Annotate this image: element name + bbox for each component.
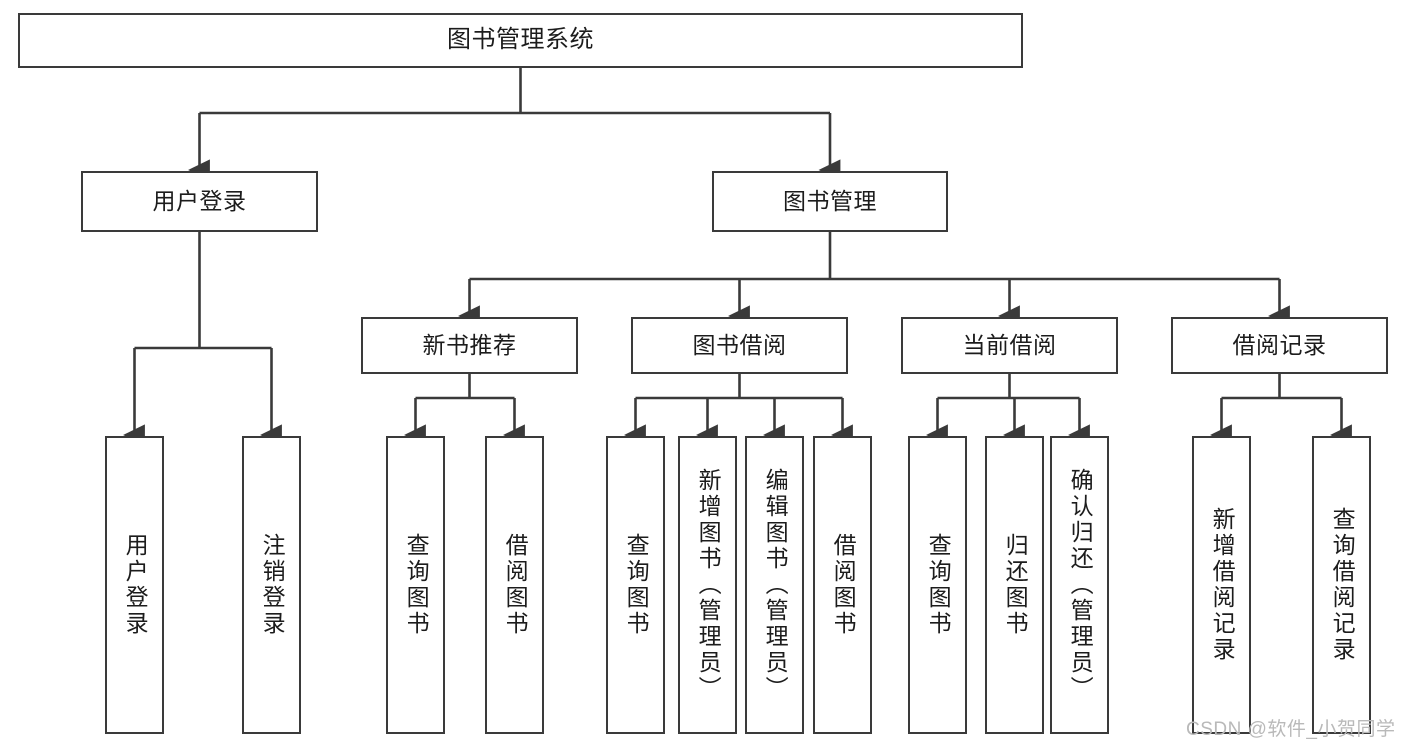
node-leaf-return-book[interactable]: 归还图书: [985, 436, 1044, 734]
node-leaf-query-borrow-record[interactable]: 查询借阅记录: [1312, 436, 1371, 734]
node-label: 新书推荐: [422, 331, 517, 358]
edge-paths: [123, 68, 1352, 446]
node-label: 图书借阅: [692, 331, 787, 358]
node-current-borrow[interactable]: 当前借阅: [901, 317, 1118, 374]
node-book-borrow[interactable]: 图书借阅: [631, 317, 848, 374]
node-label: 借阅图书: [502, 533, 529, 637]
node-leaf-logout[interactable]: 注销登录: [242, 436, 301, 734]
node-new-book-recommend[interactable]: 新书推荐: [361, 317, 578, 374]
node-borrow-record[interactable]: 借阅记录: [1171, 317, 1388, 374]
node-label: 图书管理: [783, 187, 877, 214]
node-label: 用户登录: [122, 533, 149, 637]
node-leaf-query-book-current[interactable]: 查询图书: [908, 436, 967, 734]
node-label: 借阅图书: [830, 533, 857, 637]
node-label: 查询借阅记录: [1329, 507, 1356, 663]
node-label: 用户登录: [152, 187, 247, 214]
node-leaf-confirm-return[interactable]: 确认归还（管理员）: [1050, 436, 1109, 734]
node-label: 借阅记录: [1232, 331, 1327, 358]
node-leaf-borrow-book-recommend[interactable]: 借阅图书: [485, 436, 544, 734]
node-leaf-add-book[interactable]: 新增图书（管理员）: [678, 436, 737, 734]
node-label: 新增借阅记录: [1209, 507, 1236, 663]
node-label: 查询图书: [403, 533, 430, 637]
node-root[interactable]: 图书管理系统: [18, 13, 1023, 68]
node-leaf-add-borrow-record[interactable]: 新增借阅记录: [1192, 436, 1251, 734]
node-label: 当前借阅: [962, 331, 1057, 358]
node-user-login[interactable]: 用户登录: [81, 171, 318, 232]
node-label: 查询图书: [925, 533, 952, 637]
node-label: 注销登录: [259, 533, 286, 637]
node-label: 归还图书: [1002, 533, 1029, 637]
node-leaf-borrow-book[interactable]: 借阅图书: [813, 436, 872, 734]
node-label: 确认归还（管理员）: [1067, 468, 1094, 702]
node-leaf-user-login[interactable]: 用户登录: [105, 436, 164, 734]
node-label: 编辑图书（管理员）: [762, 468, 789, 702]
node-label: 查询图书: [623, 533, 650, 637]
node-leaf-query-book-borrow[interactable]: 查询图书: [606, 436, 665, 734]
node-leaf-edit-book[interactable]: 编辑图书（管理员）: [745, 436, 804, 734]
watermark-text: CSDN @软件_小贺同学: [1186, 719, 1396, 740]
node-label: 新增图书（管理员）: [695, 468, 722, 702]
node-leaf-query-book-recommend[interactable]: 查询图书: [386, 436, 445, 734]
node-book-manage[interactable]: 图书管理: [712, 171, 948, 232]
node-label: 图书管理系统: [447, 26, 594, 54]
